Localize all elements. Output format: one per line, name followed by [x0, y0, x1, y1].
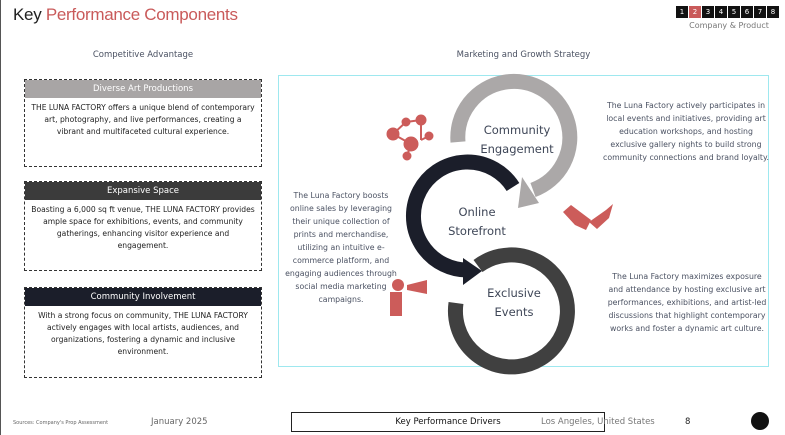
footer-date: January 2025: [151, 417, 208, 427]
events-arc: [447, 247, 575, 375]
label-line: Engagement: [480, 142, 554, 156]
page-tab-7[interactable]: 7: [754, 6, 766, 18]
footer-source: Sources: Company's Prop Assessment: [13, 420, 109, 426]
title-accent: Performance Components: [45, 5, 238, 24]
card-title: Community Involvement: [25, 288, 261, 306]
online-arc: [405, 154, 520, 285]
card-expansive-space: Expansive Space Boasting a 6,000 sq ft v…: [24, 181, 262, 271]
page-tab-1[interactable]: 1: [676, 6, 688, 18]
events-description: The Luna Factory maximizes exposure and …: [607, 272, 767, 333]
page-tab-2[interactable]: 2: [689, 6, 701, 18]
page-navigator: 1 2 3 4 5 6 7 8: [676, 6, 779, 18]
page-title: Key Performance Components: [13, 5, 238, 25]
luna-factory-logo: [751, 412, 769, 430]
title-prefix: Key: [13, 5, 42, 24]
online-description: The Luna Factory boosts online sales by …: [285, 191, 397, 304]
footer-location: Los Angeles, United States: [541, 417, 655, 427]
label-line: Community: [483, 123, 551, 137]
page-number: 8: [685, 417, 691, 427]
page-tab-3[interactable]: 3: [702, 6, 714, 18]
right-heading: Marketing and Growth Strategy: [456, 50, 591, 60]
community-description: The Luna Factory actively participates i…: [603, 101, 769, 162]
megaphone-icon: [390, 279, 427, 316]
page-tab-4[interactable]: 4: [715, 6, 727, 18]
card-text: With a strong focus on community, THE LU…: [38, 311, 248, 356]
label-line: Storefront: [448, 224, 506, 238]
footer-topic: Key Performance Drivers: [291, 412, 605, 432]
community-arc: [450, 73, 578, 208]
card-text: Boasting a 6,000 sq ft venue, THE LUNA F…: [31, 205, 255, 250]
page-tab-6[interactable]: 6: [741, 6, 753, 18]
section-label: Company & Product: [689, 21, 769, 30]
label-line: Exclusive: [487, 286, 541, 300]
label-line: Events: [494, 305, 534, 319]
card-text: THE LUNA FACTORY offers a unique blend o…: [31, 103, 255, 136]
network-icon: [386, 114, 434, 161]
left-heading: Competitive Advantage: [92, 50, 194, 60]
card-community-involvement: Community Involvement With a strong focu…: [24, 287, 262, 378]
label-line: Online: [458, 205, 496, 219]
card-diverse-art: Diverse Art Productions THE LUNA FACTORY…: [24, 79, 262, 167]
handshake-icon: [563, 204, 613, 230]
card-title: Diverse Art Productions: [25, 80, 261, 98]
page-tab-8[interactable]: 8: [767, 6, 779, 18]
page-tab-5[interactable]: 5: [728, 6, 740, 18]
card-title: Expansive Space: [25, 182, 261, 200]
